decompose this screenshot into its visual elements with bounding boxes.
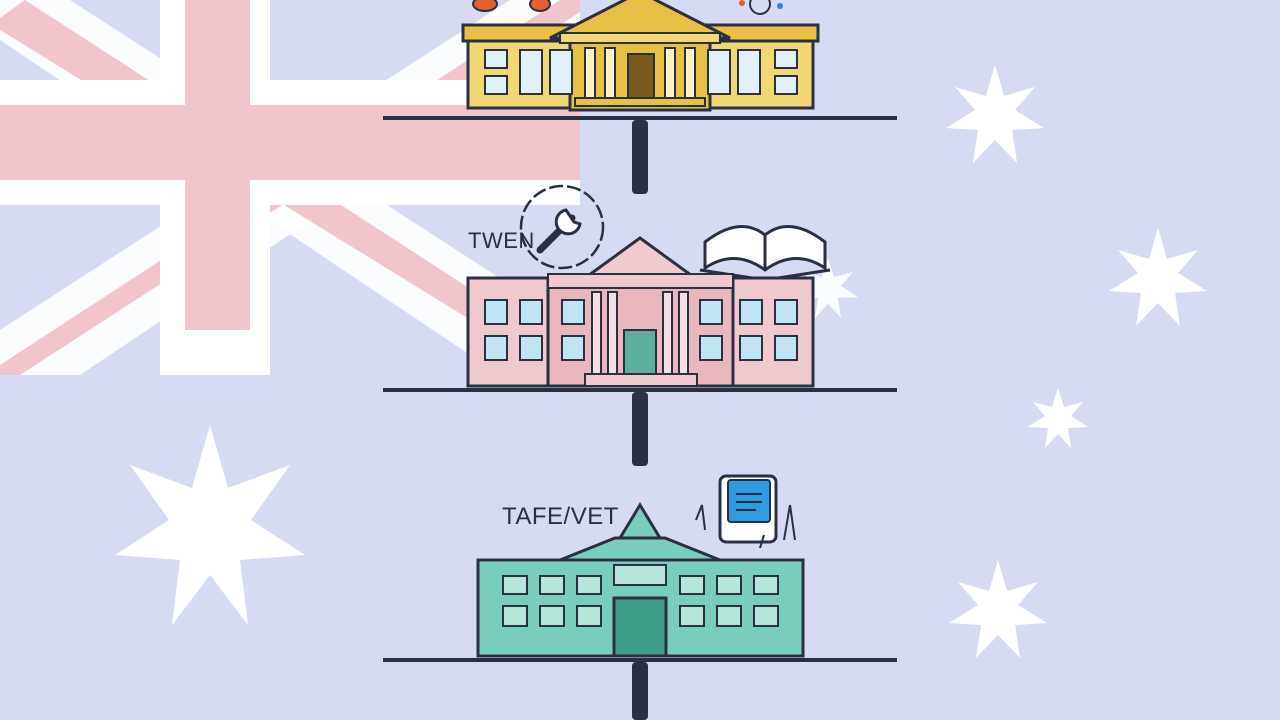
southern-cross-star-icon xyxy=(1028,388,1088,448)
middle-tier-label: TWEN xyxy=(468,228,535,253)
connector-post xyxy=(632,662,648,720)
book-device-icon xyxy=(695,474,796,549)
commonwealth-star-icon xyxy=(115,425,305,625)
southern-cross-star-icon xyxy=(946,65,1044,163)
middle-building xyxy=(466,184,831,388)
university-building xyxy=(461,0,820,112)
southern-cross-star-icon xyxy=(1109,228,1207,326)
tafe-vet-label: TAFE/VET xyxy=(502,503,619,530)
tafe-vet-building xyxy=(476,474,805,658)
wrench-icon xyxy=(519,184,605,270)
decorative-top-icons xyxy=(472,0,783,15)
connector-post xyxy=(632,392,648,466)
connector-post xyxy=(632,120,648,194)
southern-cross-star-icon xyxy=(949,560,1047,658)
union-jack-canton xyxy=(0,0,580,375)
open-book-icon xyxy=(699,225,831,282)
southern-cross-star-icon xyxy=(798,258,858,318)
